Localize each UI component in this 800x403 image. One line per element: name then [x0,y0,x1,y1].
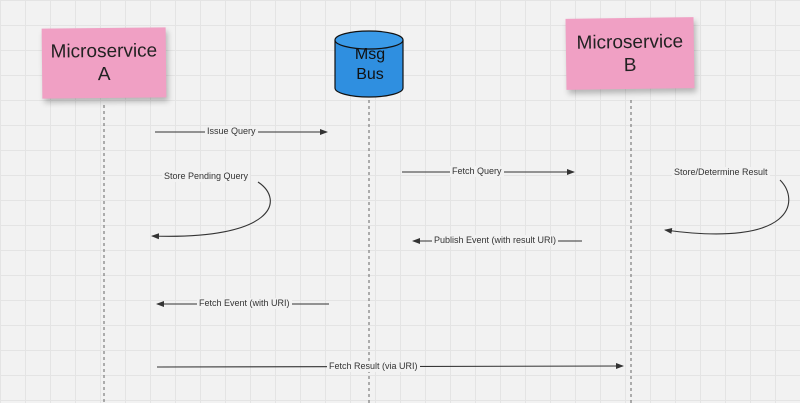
participant-bus-line1: Msg [354,46,386,63]
participant-msg-bus: Msg Bus [330,45,410,85]
participant-b-line2: B [623,54,637,76]
arrow-store-determine [664,179,790,235]
participant-microservice-b: Microservice B [565,17,695,90]
arrow-store-pending [151,181,271,240]
label-publish-event: Publish Event (with result URI) [432,235,559,246]
participant-bus-line2: Bus [356,66,384,83]
participant-b-line1: Microservice [576,30,684,54]
participant-microservice-a: Microservice A [41,27,167,99]
label-store-determine-result: Store/Determine Result [672,167,770,178]
label-fetch-result: Fetch Result (via URI) [327,361,420,372]
participant-a-line1: Microservice [50,40,158,63]
label-store-pending-query: Store Pending Query [162,171,251,182]
label-fetch-event: Fetch Event (with URI) [197,298,292,309]
label-fetch-query: Fetch Query [450,166,504,177]
label-issue-query: Issue Query [205,126,258,137]
participant-a-line2: A [97,63,111,86]
msg-bus-cylinder [334,30,404,98]
